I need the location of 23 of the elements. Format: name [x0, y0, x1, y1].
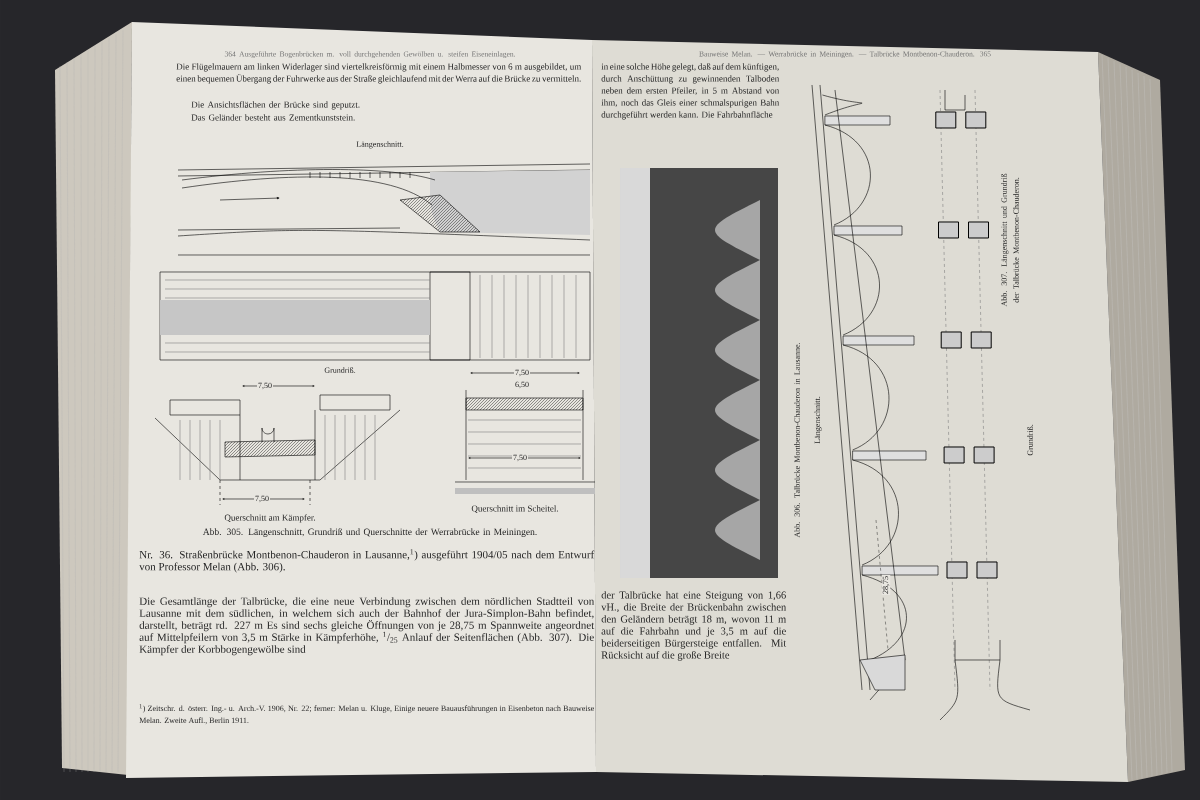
body-text: Das Geländer besteht aus Zementkunststein. — [191, 114, 355, 121]
view-title: Längenschnitt. — [814, 396, 822, 444]
view-title: Querschnitt im Scheitel. — [471, 505, 559, 513]
body-text: der Talbrücke hat eine Steigung von 1,66 vH., die Breite der Brückenbahn zwischen den Geländern beträgt 18 m, wovon 11 m auf die Fahrbahn und je 3,5 m auf die beiderseitigen Bürgersteige entfallen. Mit Rücksicht auf die große Breite — [601, 591, 787, 661]
body-text: Die Ansichtsflächen der Brücke sind geputzt. — [191, 101, 360, 110]
figure-caption: Abb. 306. Talbrücke Montbenon-Chauderon in Lausanne. — [794, 342, 800, 538]
dimension-label: 7,50 — [514, 368, 530, 378]
dimension-label: 7,50 — [512, 453, 528, 463]
view-title: Grundriß. — [1027, 424, 1033, 456]
dimension-label: 6,50 — [514, 380, 530, 390]
dimension-label: 7,50 — [257, 381, 273, 391]
body-text: Die Flügelmauern am linken Widerlager sind viertelkreisförmig mit einem Halbmesser von 6 m ausgebildet, um einen bequemen Übergang der Fuhrwerke aus der Straße gleichlaufend mit der Werra auf die Brücke zu vermitteln. — [176, 63, 582, 84]
dimension-label: 28,75 — [881, 575, 891, 595]
body-text: in eine solche Höhe gelegt, daß auf dem künftigen, durch Anschüttung zu gewinnenden Talboden neben dem ersten Pfeiler, in 5 m Abstand von ihm, noch das Gleis einer schmalspurigen Bahn durchgeführt werden kann. Die Fahrbahnfläche — [601, 63, 780, 120]
figure-caption: Abb. 305. Längenschnitt, Grundriß und Querschnitte der Werrabrücke in Meiningen. — [202, 528, 537, 537]
view-title: Grundriß. — [324, 367, 356, 373]
view-title: Längenschnitt. — [356, 141, 404, 149]
body-text: Die Gesamtlänge der Talbrücke, die eine neue Verbindung zwischen dem nördlichen Stadtteil von Lausanne mit dem südlichen, in welchem sich auch der Bahnhof der Jura-Simplon-Bahn befindet, darstellt, beträgt rd. 227 m Es sind sechs gleiche Öffnungen von je 28,75 m Spannweite angeordnet auf Mittelpfeilern von 3,5 m Stärke in Kämpferhöhe, $^{1}$/$_{25}$ Anlauf der Seitenflächen (Abb. 307). Die Kämpfer der Korbbogengewölbe sind — [139, 597, 595, 656]
dimension-label: 7,50 — [254, 494, 270, 504]
view-title: Querschnitt am Kämpfer. — [224, 514, 316, 523]
body-text: Nr. 36. Straßenbrücke Montbenon-Chauderon in Lausanne,$^{1}$) ausgeführt 1904/05 nach dem Entwurf von Professor Melan (Abb. 306). — [139, 549, 595, 573]
figure-caption: Abb. 307. Längenschnitt und Grundriß der Talbrücke Montbenon-Chauderon. — [1001, 173, 1019, 307]
footnote: $^{1}$) Zeitschr. d. österr. Ing.- u. Arch.-V. 1906, Nr. 22; ferner: Melan u. Kluge, Einige neuere Bauausführungen in Eisenbeton nach Bauweise Melan. Zweite Aufl., Berlin 1911. — [139, 704, 594, 725]
